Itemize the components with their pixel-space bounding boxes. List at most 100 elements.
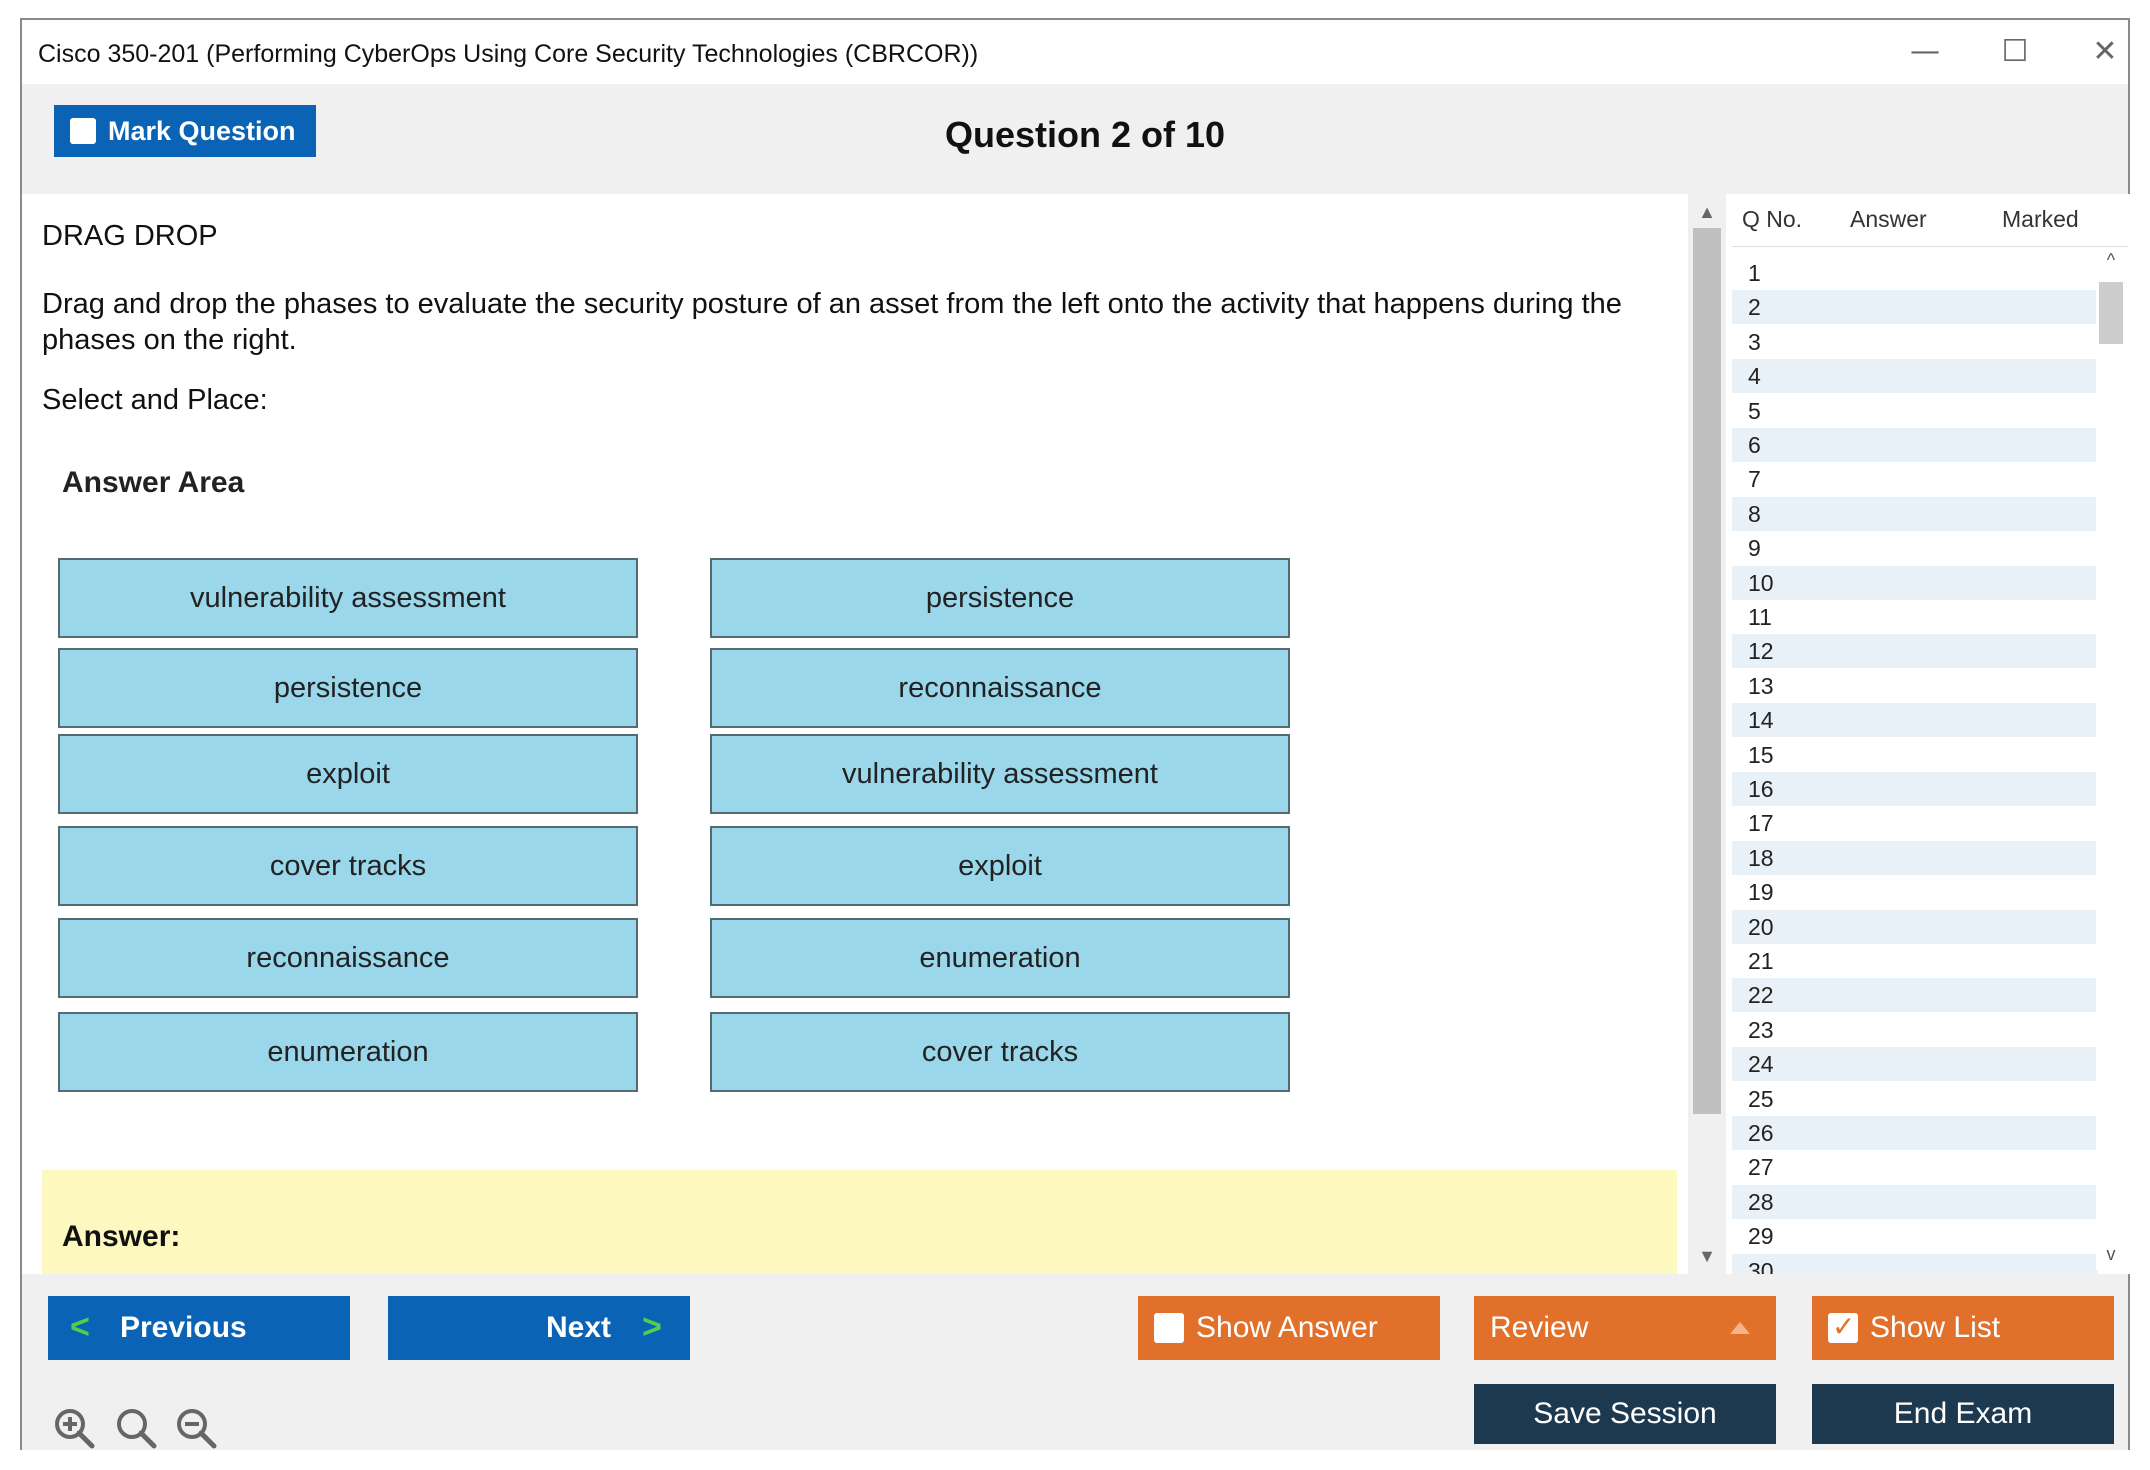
question-number: 27 [1748, 1154, 1774, 1181]
question-list-row[interactable]: 3 [1732, 325, 2098, 359]
question-list-row[interactable]: 14 [1732, 703, 2098, 737]
question-list-row[interactable]: 19 [1732, 875, 2098, 909]
question-list-row[interactable]: 8 [1732, 497, 2098, 531]
question-list-row[interactable]: 15 [1732, 738, 2098, 772]
scroll-down-arrow-icon[interactable]: ▼ [1688, 1246, 1726, 1267]
question-list-row[interactable]: 4 [1732, 359, 2098, 393]
question-number: 10 [1748, 570, 1774, 597]
show-list-checkbox[interactable] [1828, 1313, 1858, 1343]
column-answer: Answer [1850, 206, 1927, 233]
right-drop-target[interactable]: cover tracks [710, 1012, 1290, 1092]
question-list-row[interactable]: 13 [1732, 669, 2098, 703]
minimize-button[interactable]: — [1900, 34, 1950, 70]
question-list-row[interactable]: 27 [1732, 1150, 2098, 1184]
content-scrollbar[interactable]: ▲ ▼ [1688, 194, 1726, 1274]
show-answer-button[interactable]: Show Answer [1138, 1296, 1440, 1360]
question-list-scrollbar[interactable]: ^ v [2096, 250, 2126, 1270]
question-number: 21 [1748, 948, 1774, 975]
zoom-in-icon[interactable] [52, 1406, 96, 1450]
question-number: 5 [1748, 398, 1761, 425]
next-button[interactable]: Next > [388, 1296, 690, 1360]
answer-label: Answer: [62, 1220, 180, 1254]
search-icon[interactable] [114, 1406, 158, 1450]
left-drag-item[interactable]: exploit [58, 734, 638, 814]
left-drag-item[interactable]: reconnaissance [58, 918, 638, 998]
right-drop-target[interactable]: vulnerability assessment [710, 734, 1290, 814]
question-list-row[interactable]: 12 [1732, 634, 2098, 668]
question-list-row[interactable]: 29 [1732, 1219, 2098, 1253]
question-instruction: Select and Place: [42, 384, 268, 417]
answer-area-title: Answer Area [62, 466, 244, 500]
left-drag-item[interactable]: cover tracks [58, 826, 638, 906]
question-counter: Question 2 of 10 [822, 114, 1348, 156]
right-drop-target[interactable]: exploit [710, 826, 1290, 906]
question-list-row[interactable]: 28 [1732, 1185, 2098, 1219]
question-number: 8 [1748, 501, 1761, 528]
list-scroll-thumb[interactable] [2099, 282, 2123, 344]
left-drag-item[interactable]: vulnerability assessment [58, 558, 638, 638]
question-list-row[interactable]: 5 [1732, 394, 2098, 428]
show-answer-checkbox[interactable] [1154, 1313, 1184, 1343]
question-content: DRAG DROP Drag and drop the phases to ev… [22, 194, 1688, 1274]
question-list-row[interactable]: 23 [1732, 1013, 2098, 1047]
question-number: 9 [1748, 535, 1761, 562]
save-session-button[interactable]: Save Session [1474, 1384, 1776, 1444]
question-list-row[interactable]: 26 [1732, 1116, 2098, 1150]
scroll-up-arrow-icon[interactable]: ▲ [1688, 202, 1726, 223]
review-dropdown[interactable]: Review [1474, 1296, 1776, 1360]
question-number: 15 [1748, 742, 1774, 769]
question-list-row[interactable]: 20 [1732, 910, 2098, 944]
window-title: Cisco 350-201 (Performing CyberOps Using… [38, 40, 978, 69]
previous-button[interactable]: < Previous [48, 1296, 350, 1360]
mark-question-button[interactable]: Mark Question [54, 105, 316, 157]
show-list-label: Show List [1870, 1311, 2000, 1345]
question-list-row[interactable]: 18 [1732, 841, 2098, 875]
question-list-row[interactable]: 7 [1732, 462, 2098, 496]
list-scroll-up-icon[interactable]: ^ [2096, 250, 2126, 271]
right-drop-target[interactable]: reconnaissance [710, 648, 1290, 728]
question-list-row[interactable]: 11 [1732, 600, 2098, 634]
question-list-row[interactable]: 9 [1732, 531, 2098, 565]
left-drag-item[interactable]: persistence [58, 648, 638, 728]
right-drop-target[interactable]: persistence [710, 558, 1290, 638]
question-list-row[interactable]: 6 [1732, 428, 2098, 462]
show-list-button[interactable]: Show List [1812, 1296, 2114, 1360]
question-number: 1 [1748, 260, 1761, 287]
question-list-row[interactable]: 21 [1732, 944, 2098, 978]
question-number: 25 [1748, 1086, 1774, 1113]
question-list-row[interactable]: 17 [1732, 806, 2098, 840]
question-number: 2 [1748, 294, 1761, 321]
question-number: 11 [1748, 604, 1772, 631]
mark-checkbox[interactable] [70, 118, 96, 144]
close-button[interactable]: ✕ [2080, 34, 2130, 70]
question-number: 18 [1748, 845, 1774, 872]
question-list-row[interactable]: 25 [1732, 1082, 2098, 1116]
question-number: 28 [1748, 1189, 1774, 1216]
question-number: 22 [1748, 982, 1774, 1009]
footer-bar: < Previous Next > Show Answer Review Sho… [22, 1274, 2128, 1450]
question-number: 7 [1748, 466, 1761, 493]
list-scroll-down-icon[interactable]: v [2096, 1244, 2126, 1265]
question-number: 30 [1748, 1258, 1774, 1274]
question-type: DRAG DROP [42, 220, 218, 253]
question-number: 16 [1748, 776, 1774, 803]
maximize-button[interactable]: ☐ [1990, 34, 2040, 70]
end-exam-label: End Exam [1812, 1397, 2114, 1431]
left-drag-item[interactable]: enumeration [58, 1012, 638, 1092]
question-list-row[interactable]: 24 [1732, 1047, 2098, 1081]
content-scroll-thumb[interactable] [1693, 228, 1721, 1114]
question-list-row[interactable]: 2 [1732, 290, 2098, 324]
title-bar: Cisco 350-201 (Performing CyberOps Using… [22, 20, 2128, 84]
question-number: 26 [1748, 1120, 1774, 1147]
save-session-label: Save Session [1474, 1397, 1776, 1431]
question-list-row[interactable]: 30 [1732, 1254, 2098, 1274]
question-list-row[interactable]: 22 [1732, 978, 2098, 1012]
mark-question-label: Mark Question [108, 116, 296, 147]
question-number: 4 [1748, 363, 1761, 390]
right-drop-target[interactable]: enumeration [710, 918, 1290, 998]
zoom-out-icon[interactable] [174, 1406, 218, 1450]
question-list-row[interactable]: 1 [1732, 256, 2098, 290]
question-list-row[interactable]: 10 [1732, 566, 2098, 600]
question-list-row[interactable]: 16 [1732, 772, 2098, 806]
end-exam-button[interactable]: End Exam [1812, 1384, 2114, 1444]
